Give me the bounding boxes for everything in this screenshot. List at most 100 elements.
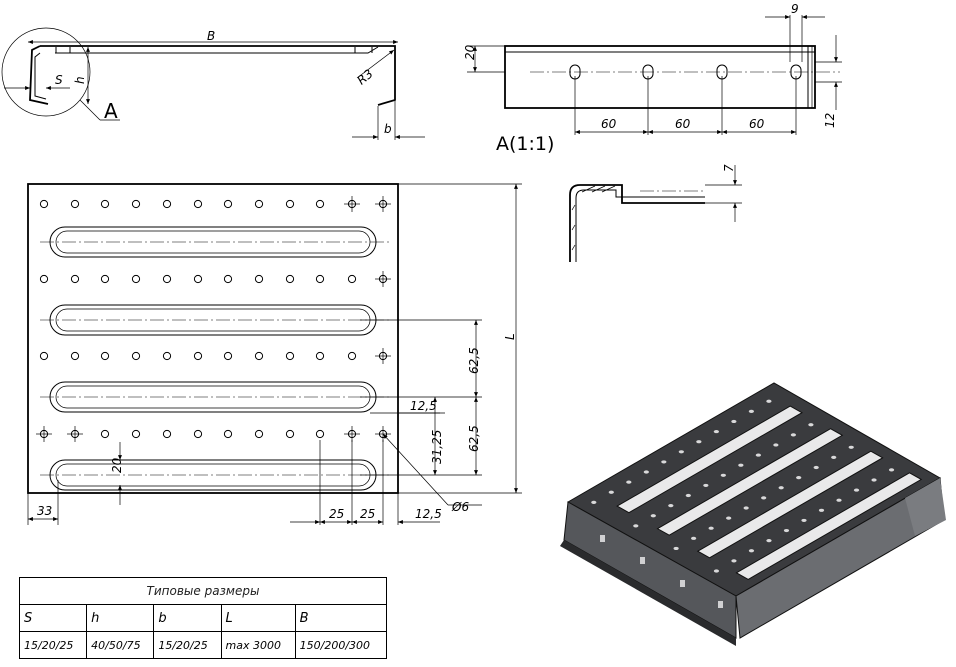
render-hole (643, 470, 649, 474)
mounting-hole (162, 429, 172, 439)
render-side-hole (600, 535, 605, 542)
mounting-hole (100, 274, 110, 284)
mounting-hole (223, 274, 233, 284)
render-hole (888, 468, 895, 472)
render-side-hole (640, 557, 645, 564)
render-hole (778, 486, 784, 490)
render-hole (608, 490, 614, 494)
detail-a-callout: A (104, 99, 118, 123)
render-hole (783, 528, 790, 533)
render-hole (713, 429, 719, 434)
mounting-hole (100, 351, 110, 361)
mounting-hole (254, 274, 264, 284)
mounting-hole (254, 199, 264, 209)
mounting-hole (223, 199, 233, 209)
side-view: 20 9 12 60 60 60 A(1:1) (463, 2, 842, 155)
dim-9: 9 (791, 2, 799, 16)
render-hole (790, 433, 796, 437)
mounting-hole (131, 274, 141, 284)
mounting-hole (39, 199, 49, 209)
dim-hole-diameter: Ø6 (451, 500, 469, 514)
mounting-hole (193, 199, 203, 209)
render-hole (685, 493, 691, 498)
dim-33: 33 (37, 504, 52, 518)
mounting-hole (285, 429, 295, 439)
dim-r3-label: R3 (354, 67, 375, 88)
table-title: Типовые размеры (19, 577, 387, 605)
render-slot (735, 472, 923, 580)
table-value-h: 40/50/75 (86, 631, 155, 659)
mounting-hole (347, 351, 357, 361)
table-header-h: h (86, 604, 155, 632)
mounting-hole (285, 274, 295, 284)
mounting-hole (131, 199, 141, 209)
render-hole (731, 559, 737, 563)
mounting-hole (162, 274, 172, 284)
render-hole (668, 504, 674, 508)
mounting-hole (315, 199, 325, 209)
render-hole (691, 536, 697, 540)
section-left-return (29, 45, 49, 105)
section-outer-profile (40, 45, 396, 106)
render-hole (808, 423, 814, 427)
mounting-hole (162, 351, 172, 361)
dim-60-3: 60 (749, 117, 765, 131)
mounting-hole (70, 274, 80, 284)
render-hole (726, 516, 732, 520)
mounting-hole (100, 429, 110, 439)
dim-62-5-b: 62,5 (467, 425, 481, 452)
render-hole (748, 549, 755, 553)
dim-12-5-right: 12,5 (410, 399, 437, 413)
render-hole (831, 455, 837, 460)
table-header-l: L (220, 604, 296, 632)
mounting-hole (193, 429, 203, 439)
render-hole (766, 399, 772, 403)
render-hole (703, 483, 709, 488)
mounting-hole (131, 429, 141, 439)
render-hole (748, 409, 754, 413)
render-hole (738, 463, 744, 467)
dim-60-2: 60 (675, 117, 691, 131)
mounting-hole (254, 351, 264, 361)
mounting-hole (70, 351, 80, 361)
detail-circle-a (1, 27, 91, 117)
isometric-render (560, 382, 946, 646)
mounting-hole (39, 274, 49, 284)
mounting-hole (70, 199, 80, 209)
render-slot (656, 428, 844, 536)
render-hole (836, 498, 842, 502)
plan-view: L 62,5 62,5 12,5 31,25 Ø6 20 33 (27, 183, 522, 525)
render-hole (633, 524, 639, 528)
render-hole (591, 500, 597, 504)
render-side-hole (718, 601, 723, 608)
mounting-hole (285, 351, 295, 361)
render-slot (616, 405, 803, 514)
dim-h-label: h (73, 76, 87, 84)
table-header-b: b (153, 604, 222, 632)
dim-12-5-bottom: 12,5 (415, 507, 442, 521)
dim-b-label: B (207, 29, 215, 43)
render-slot (696, 450, 884, 559)
render-hole (708, 526, 714, 530)
table-value-s: 15/20/25 (18, 631, 88, 659)
mounting-hole (223, 429, 233, 439)
plan-view-outline (27, 183, 399, 494)
mounting-hole (223, 351, 233, 361)
mounting-hole (315, 351, 325, 361)
render-hole (813, 465, 819, 470)
render-hole (853, 488, 860, 492)
dim-31-25: 31,25 (430, 430, 444, 464)
mounting-hole (193, 351, 203, 361)
dim-25-a: 25 (329, 507, 344, 521)
render-hole (743, 506, 749, 510)
table-value-bw: 150/200/300 (294, 631, 388, 659)
render-hole (720, 473, 726, 477)
render-side-hole (680, 580, 685, 587)
dim-12: 12 (823, 113, 837, 128)
render-hole (755, 453, 761, 457)
dim-20-slot: 20 (110, 457, 124, 473)
render-hole (731, 419, 737, 424)
mounting-hole (193, 274, 203, 284)
view-a-title: A(1:1) (496, 133, 554, 155)
